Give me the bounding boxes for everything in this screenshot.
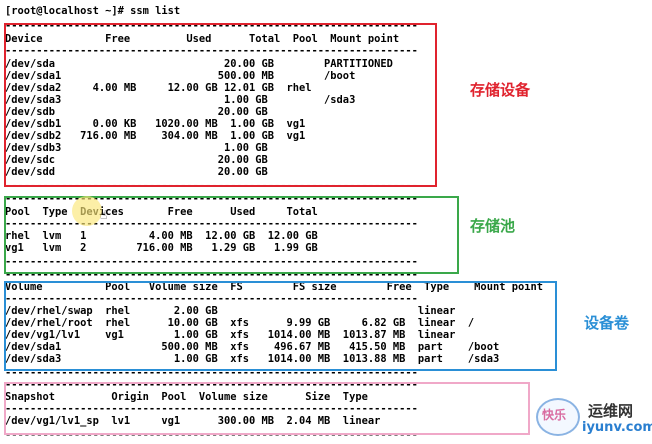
separator-line: ----------------------------------------… (5, 269, 418, 281)
volumes-highlight-box (4, 281, 557, 371)
device-row: /dev/sda1 500.00 MB /boot (5, 70, 356, 82)
separator-line: ----------------------------------------… (5, 45, 418, 57)
command-prompt: [root@localhost ~]# ssm list (5, 5, 181, 17)
separator-line: ----------------------------------------… (5, 429, 418, 441)
snapshot-row: /dev/vg1/lv1_sp lv1 vg1 300.00 MB 2.04 M… (5, 415, 381, 427)
devices-highlight-box (4, 23, 437, 187)
pool-row: rhel lvm 1 4.00 MB 12.00 GB 12.00 GB (5, 230, 318, 242)
device-row: /dev/sdb2 716.00 MB 304.00 MB 1.00 GB vg… (5, 130, 306, 142)
device-row: /dev/sdb3 1.00 GB (5, 142, 268, 154)
hand-cursor-icon: ☝ (100, 208, 108, 222)
snapshots-highlight-box (4, 382, 530, 435)
device-row: /dev/sda3 1.00 GB /sda3 (5, 94, 356, 106)
volumes-annotation: 设备卷 (584, 314, 630, 332)
separator-line: ----------------------------------------… (5, 20, 418, 32)
volume-row: /dev/rhel/root rhel 10.00 GB xfs 9.99 GB… (5, 317, 475, 329)
devices-header: Device Free Used Total Pool Mount point (5, 33, 400, 45)
pools-annotation: 存储池 (470, 217, 516, 235)
pool-row: vg1 lvm 2 716.00 MB 1.29 GB 1.99 GB (5, 242, 318, 254)
device-row: /dev/sdb1 0.00 KB 1020.00 MB 1.00 GB vg1 (5, 118, 306, 130)
volume-row: /dev/sda1 500.00 MB xfs 496.67 MB 415.50… (5, 341, 500, 353)
separator-line: ----------------------------------------… (5, 403, 418, 415)
watermark-logo-chars: 快乐 (542, 408, 567, 422)
device-row: /dev/sda 20.00 GB PARTITIONED (5, 58, 393, 70)
volume-row: /dev/rhel/swap rhel 2.00 GB linear (5, 305, 456, 317)
volume-row: /dev/vg1/lv1 vg1 1.00 GB xfs 1014.00 MB … (5, 329, 456, 341)
devices-annotation: 存储设备 (470, 81, 531, 99)
snapshots-header: Snapshot Origin Pool Volume size Size Ty… (5, 391, 368, 403)
separator-line: ----------------------------------------… (5, 256, 418, 268)
watermark-site-name: 运维网 (588, 402, 634, 420)
separator-line: ----------------------------------------… (5, 193, 418, 205)
volumes-header: Volume Pool Volume size FS FS size Free … (5, 281, 543, 293)
separator-line: ----------------------------------------… (5, 367, 418, 379)
cursor-highlight (72, 196, 102, 226)
device-row: /dev/sdd 20.00 GB (5, 166, 268, 178)
pools-highlight-box (4, 196, 459, 274)
device-row: /dev/sda2 4.00 MB 12.00 GB 12.01 GB rhel (5, 82, 312, 94)
separator-line: ----------------------------------------… (5, 218, 418, 230)
separator-line: ----------------------------------------… (5, 293, 418, 305)
watermark-logo-icon (536, 398, 580, 436)
device-row: /dev/sdc 20.00 GB (5, 154, 268, 166)
separator-line: ----------------------------------------… (5, 379, 418, 391)
device-row: /dev/sdb 20.00 GB (5, 106, 268, 118)
volume-row: /dev/sda3 1.00 GB xfs 1014.00 MB 1013.88… (5, 353, 500, 365)
watermark-domain: iyunv.com (582, 420, 652, 435)
